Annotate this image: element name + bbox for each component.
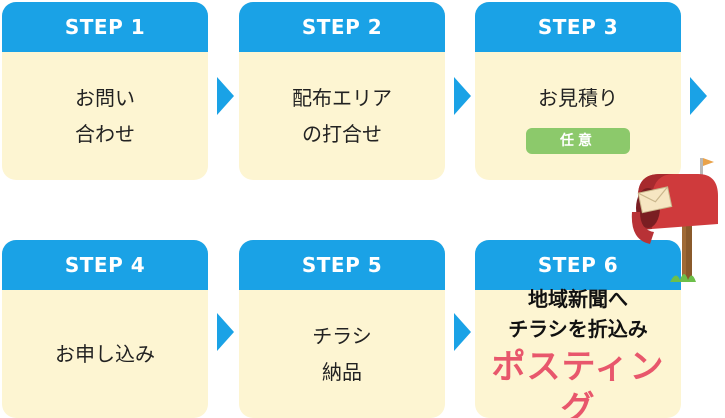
step-3-card: STEP 3 お見積り 任意 bbox=[475, 2, 681, 180]
step-5-card: STEP 5 チラシ 納品 bbox=[239, 240, 445, 418]
step-1-header: STEP 1 bbox=[2, 2, 208, 52]
chevron-right-icon bbox=[217, 313, 234, 351]
step-4-card: STEP 4 お申し込み bbox=[2, 240, 208, 418]
step-2-card: STEP 2 配布エリア の打合せ bbox=[239, 2, 445, 180]
step-6-card: STEP 6 地域新聞へ チラシを折込み ポスティング bbox=[475, 240, 681, 418]
posting-highlight: ポスティング bbox=[491, 347, 665, 418]
step-3-body: お見積り 任意 bbox=[475, 52, 681, 180]
step-6-line-2: チラシを折込み bbox=[508, 317, 648, 341]
step-2-line-1: 配布エリア bbox=[292, 86, 392, 110]
mailbox-icon bbox=[631, 158, 718, 282]
step-1-line-2: 合わせ bbox=[75, 122, 135, 146]
step-6-header: STEP 6 bbox=[475, 240, 681, 290]
step-2-body: 配布エリア の打合せ bbox=[239, 52, 445, 180]
step-2-line-2: の打合せ bbox=[302, 122, 382, 146]
step-4-line-1: お申し込み bbox=[55, 342, 155, 366]
chevron-right-icon bbox=[454, 313, 471, 351]
step-2-header: STEP 2 bbox=[239, 2, 445, 52]
chevron-right-icon bbox=[690, 77, 707, 115]
step-6-line-1: 地域新聞へ bbox=[528, 287, 628, 311]
step-1-card: STEP 1 お問い 合わせ bbox=[2, 2, 208, 180]
step-5-body: チラシ 納品 bbox=[239, 290, 445, 418]
step-5-line-2: 納品 bbox=[322, 360, 362, 384]
chevron-right-icon bbox=[217, 77, 234, 115]
chevron-right-icon bbox=[454, 77, 471, 115]
step-4-header: STEP 4 bbox=[2, 240, 208, 290]
step-1-body: お問い 合わせ bbox=[2, 52, 208, 180]
step-5-header: STEP 5 bbox=[239, 240, 445, 290]
step-3-header: STEP 3 bbox=[475, 2, 681, 52]
step-1-line-1: お問い bbox=[75, 86, 135, 110]
step-3-line-1: お見積り bbox=[538, 86, 618, 110]
step-4-body: お申し込み bbox=[2, 290, 208, 418]
optional-badge: 任意 bbox=[526, 128, 630, 154]
step-6-body: 地域新聞へ チラシを折込み ポスティング bbox=[475, 287, 681, 418]
step-5-line-1: チラシ bbox=[312, 324, 372, 348]
